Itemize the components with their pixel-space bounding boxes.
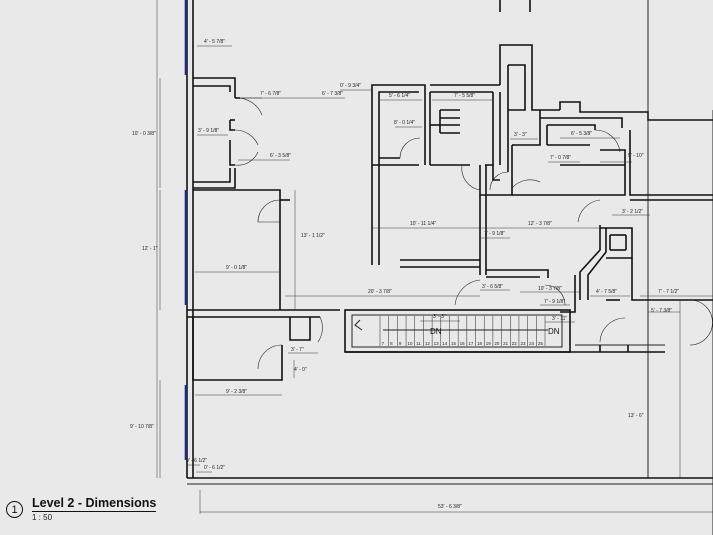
dimension-label: 13' - 1 1/2" (301, 233, 325, 239)
dimension-label: 7' - 6 7/8" (260, 91, 281, 97)
dimension-label: 0' - 6 1/2" (204, 465, 225, 471)
dimension-label: 6' - 7 3/8" (322, 91, 343, 97)
dimension-label: 10' - 3 7/8" (538, 286, 562, 292)
dimension-label: 13' - 6" (628, 413, 644, 419)
dimension-label: 5' - 7 3/8" (651, 308, 672, 314)
dimension-label: 7' - 7 1/2" (658, 289, 679, 295)
stair-step-number: 11 (416, 341, 421, 346)
stair-step-number: 23 (520, 341, 526, 346)
dimension-label: 3' - 11" (552, 316, 567, 322)
stair-block (344, 309, 665, 353)
dimension-label: 3' - 7" (291, 347, 304, 353)
dimension-label: 9' - 2 3/8" (226, 389, 247, 395)
dimension-label: 6' - 5 3/8" (571, 131, 592, 137)
stair-step-number: 15 (451, 341, 457, 346)
dimension-label: 10' - 0 3/8" (132, 131, 156, 137)
door-swings-left (234, 97, 323, 370)
dimension-label: 4' - 7 5/8" (596, 289, 617, 295)
dimension-label: 8' - 0 1/4" (394, 120, 415, 126)
dimension-label: 3' - 2 1/2" (622, 209, 643, 215)
stair-step-number: 12 (425, 341, 431, 346)
dimension-label: 9' - 0 1/8" (226, 265, 247, 271)
stair-step-number: 9 (399, 341, 402, 346)
dimension-label: 10' - 11 1/4" (410, 221, 436, 227)
stair-step-number: 19 (486, 341, 492, 346)
stair-step-number: 22 (512, 341, 518, 346)
left-wing-walls (187, 77, 340, 381)
stair-step-number: 13 (434, 341, 440, 346)
dimension-lines (156, 0, 713, 514)
dimension-labels: 4' - 5 7/8" 7' - 6 7/8" 0' - 9 3/4" 6' -… (130, 39, 679, 510)
dimension-label: 7' - 0 7/8" (550, 155, 571, 161)
exterior-walls (184, 0, 713, 535)
view-scale: 1 : 50 (32, 513, 53, 522)
dimension-label: 6' - 3 5/8" (270, 153, 291, 159)
dimension-label: 7' - 5 5/8" (454, 93, 475, 99)
dimension-label: 9' - 10 7/8" (130, 424, 154, 430)
stair-step-number: 7 (382, 341, 385, 346)
dimension-label: 5' - 6 1/4" (389, 93, 410, 99)
stair-step-number: 8 (390, 341, 393, 346)
dimension-label: 0' - 6 1/2" (186, 458, 207, 464)
stair-step-number: 16 (460, 341, 466, 346)
central-core-walls (371, 0, 713, 478)
stair-step-number: 18 (477, 341, 483, 346)
stair-dn-label-right: DN (548, 327, 560, 336)
dimension-label: 12' - 3 7/8" (528, 221, 552, 227)
stair-dn-label-left: DN (430, 327, 442, 336)
dimension-label: 53' - 6 3/8" (438, 504, 462, 510)
dimension-label: 3' - 6 5/8" (482, 284, 503, 290)
dimension-label: 12' - 1" (142, 246, 158, 252)
stair-step-number: 14 (442, 341, 448, 346)
dimension-label: 7' - 9 1/8" (544, 299, 565, 305)
dimension-label: 3' - 3" (514, 132, 527, 138)
dimension-label: 3' - 9 1/8" (198, 128, 219, 134)
dimension-label: 20' - 3 7/8" (368, 289, 392, 295)
dimension-label: 4' - 5 7/8" (204, 39, 225, 45)
dimension-label: 5' - 10" (628, 153, 644, 159)
stair-arrow (354, 319, 363, 331)
stair-step-number: 21 (503, 341, 509, 346)
dimension-label: 7' - 9 1/8" (484, 231, 505, 237)
corridor-walls (400, 195, 713, 313)
dimension-label: 0' - 9 3/4" (340, 83, 361, 89)
view-number-circle: 1 (6, 501, 23, 518)
stair-step-number: 24 (529, 341, 535, 346)
stair-step-number: 25 (538, 341, 544, 346)
stair-step-number: 17 (468, 341, 474, 346)
view-title: Level 2 - Dimensions (32, 496, 157, 512)
stair-step-number: 20 (494, 341, 500, 346)
stair-step-number: 10 (408, 341, 414, 346)
dimension-label: 4' - 0" (294, 367, 307, 373)
dimension-label: 3' - 3" (433, 314, 446, 320)
